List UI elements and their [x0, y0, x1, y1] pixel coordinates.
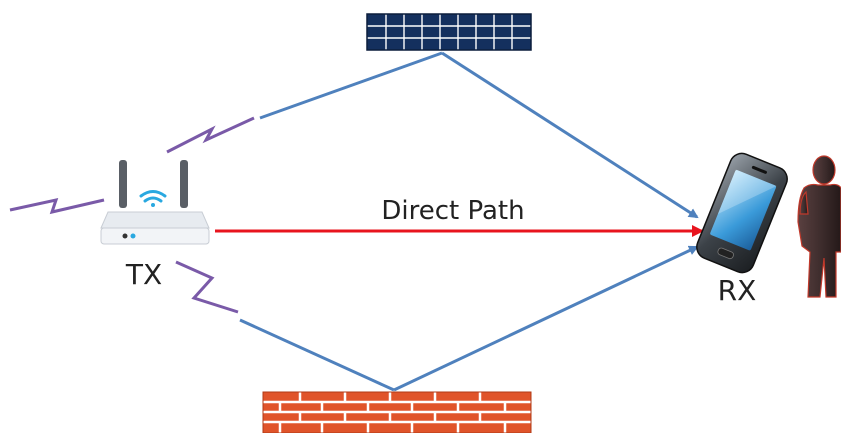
direct-path-label: Direct Path	[381, 196, 524, 226]
brick-wall-icon	[262, 391, 532, 433]
person-silhouette-icon	[797, 155, 841, 298]
wireless-signal-icon	[9, 116, 255, 314]
window-panel-icon	[366, 13, 532, 51]
tx-label: TX	[125, 258, 162, 291]
reflected-path-top	[259, 51, 699, 219]
wifi-icon	[139, 190, 167, 207]
wifi-router-icon	[100, 160, 210, 245]
reflected-path-bottom	[239, 245, 699, 392]
rx-label: RX	[718, 274, 757, 307]
smartphone-icon	[696, 152, 788, 274]
